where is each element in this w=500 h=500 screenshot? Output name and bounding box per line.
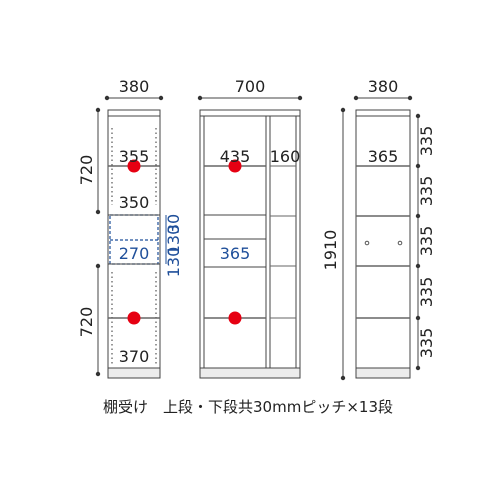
- dimension-end-dot: [158, 95, 164, 101]
- middle-drawer-width-label: 365: [220, 244, 251, 263]
- knob-icon: [397, 240, 403, 246]
- left-plinth: [107, 367, 161, 379]
- shelf-support-marker: [127, 311, 141, 325]
- left-drawer-h2-label: 130: [164, 225, 183, 256]
- left-width-label: 380: [119, 77, 150, 96]
- middle-width-label: 700: [235, 77, 266, 96]
- right-width-label: 380: [368, 77, 399, 96]
- right-section-height-label: 335: [417, 277, 436, 308]
- left-shelf-top-label: 355: [119, 147, 150, 166]
- right-unit: 380 365 1910 335 335 335 335 335: [321, 77, 436, 381]
- shelf-support-caption: 棚受け 上段・下段共30mmピッチ×13段: [103, 398, 393, 416]
- knob-icon: [364, 240, 370, 246]
- shelf-support-marker: [228, 311, 242, 325]
- shelf-support-marker: [127, 159, 141, 173]
- middle-unit: 700 435 160 365: [197, 77, 303, 379]
- shelf-support-marker: [228, 159, 242, 173]
- right-shelf-width-label: 365: [368, 147, 399, 166]
- left-height-bottom-label: 720: [77, 307, 96, 338]
- right-plinth: [355, 367, 411, 379]
- right-section-height-label: 335: [417, 176, 436, 207]
- left-shelf-mid-label: 350: [119, 193, 150, 212]
- middle-side-compartment: [269, 115, 297, 369]
- middle-drawer-upper: [203, 214, 267, 240]
- left-drawer-h1-label: 130: [164, 247, 183, 278]
- middle-side-width-label: 160: [270, 147, 301, 166]
- middle-drawer-lower: [203, 238, 267, 268]
- left-shelf-bottom-label: 370: [119, 347, 150, 366]
- left-unit: 380 355 350 270 370 720: [77, 77, 183, 379]
- right-section-height-label: 335: [417, 126, 436, 157]
- middle-shelf-top-label: 435: [220, 147, 251, 166]
- right-total-height-label: 1910: [321, 230, 340, 271]
- left-height-top-label: 720: [77, 155, 96, 186]
- dimension-end-dot: [104, 95, 110, 101]
- right-section-height-label: 335: [417, 328, 436, 359]
- left-drawer-width-label: 270: [119, 244, 150, 263]
- right-section-height-label: 335: [417, 226, 436, 257]
- middle-plinth: [199, 367, 301, 379]
- left-drawer-h3-label: 30: [164, 214, 183, 234]
